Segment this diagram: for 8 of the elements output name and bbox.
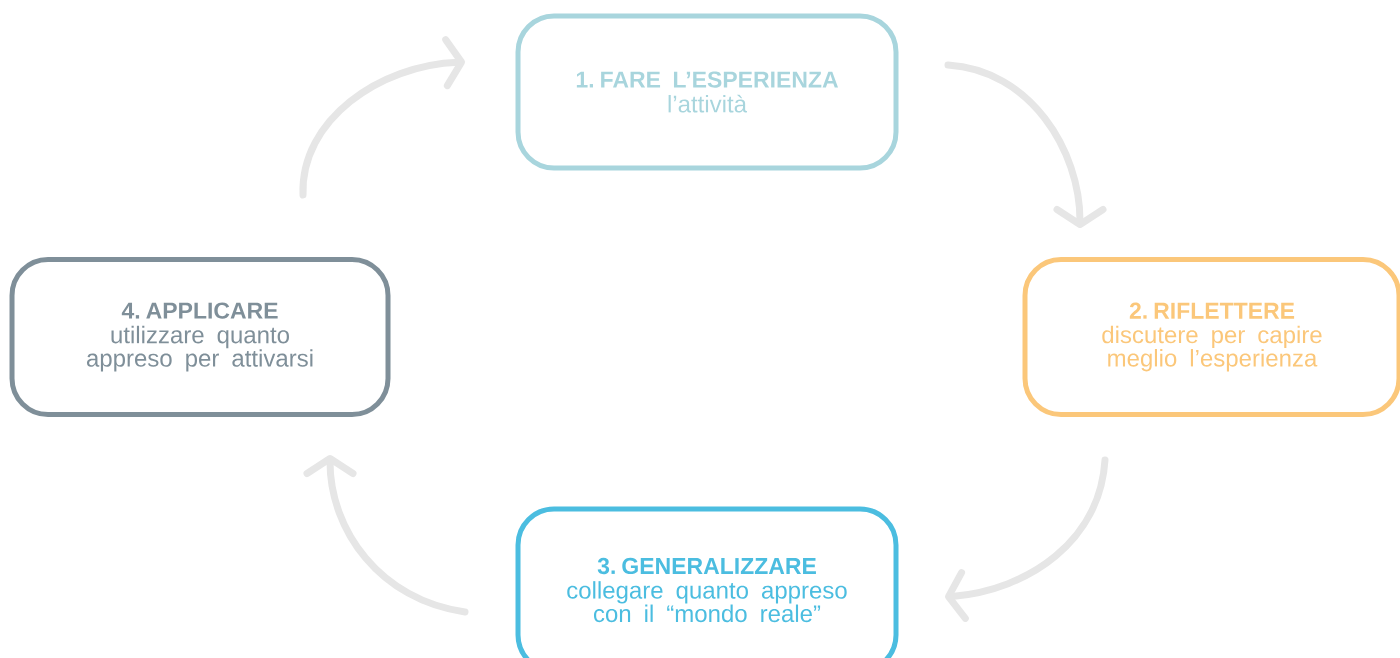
arrow	[299, 36, 465, 199]
process-box: 2. RIFLETTERE discutere per capire meglio l’esperienza	[1022, 257, 1400, 417]
arrow	[945, 456, 1109, 622]
process-box: 3. GENERALIZZARE collegare quanto appreso con il “mondo reale”	[515, 506, 899, 658]
process-box: 4. APPLICARE utilizzare quanto appreso per attivarsi	[9, 257, 391, 417]
process-box: 1. FARE L’ESPERIENZA l’attività	[515, 13, 899, 171]
arrow	[303, 455, 469, 616]
arrow	[944, 61, 1107, 228]
